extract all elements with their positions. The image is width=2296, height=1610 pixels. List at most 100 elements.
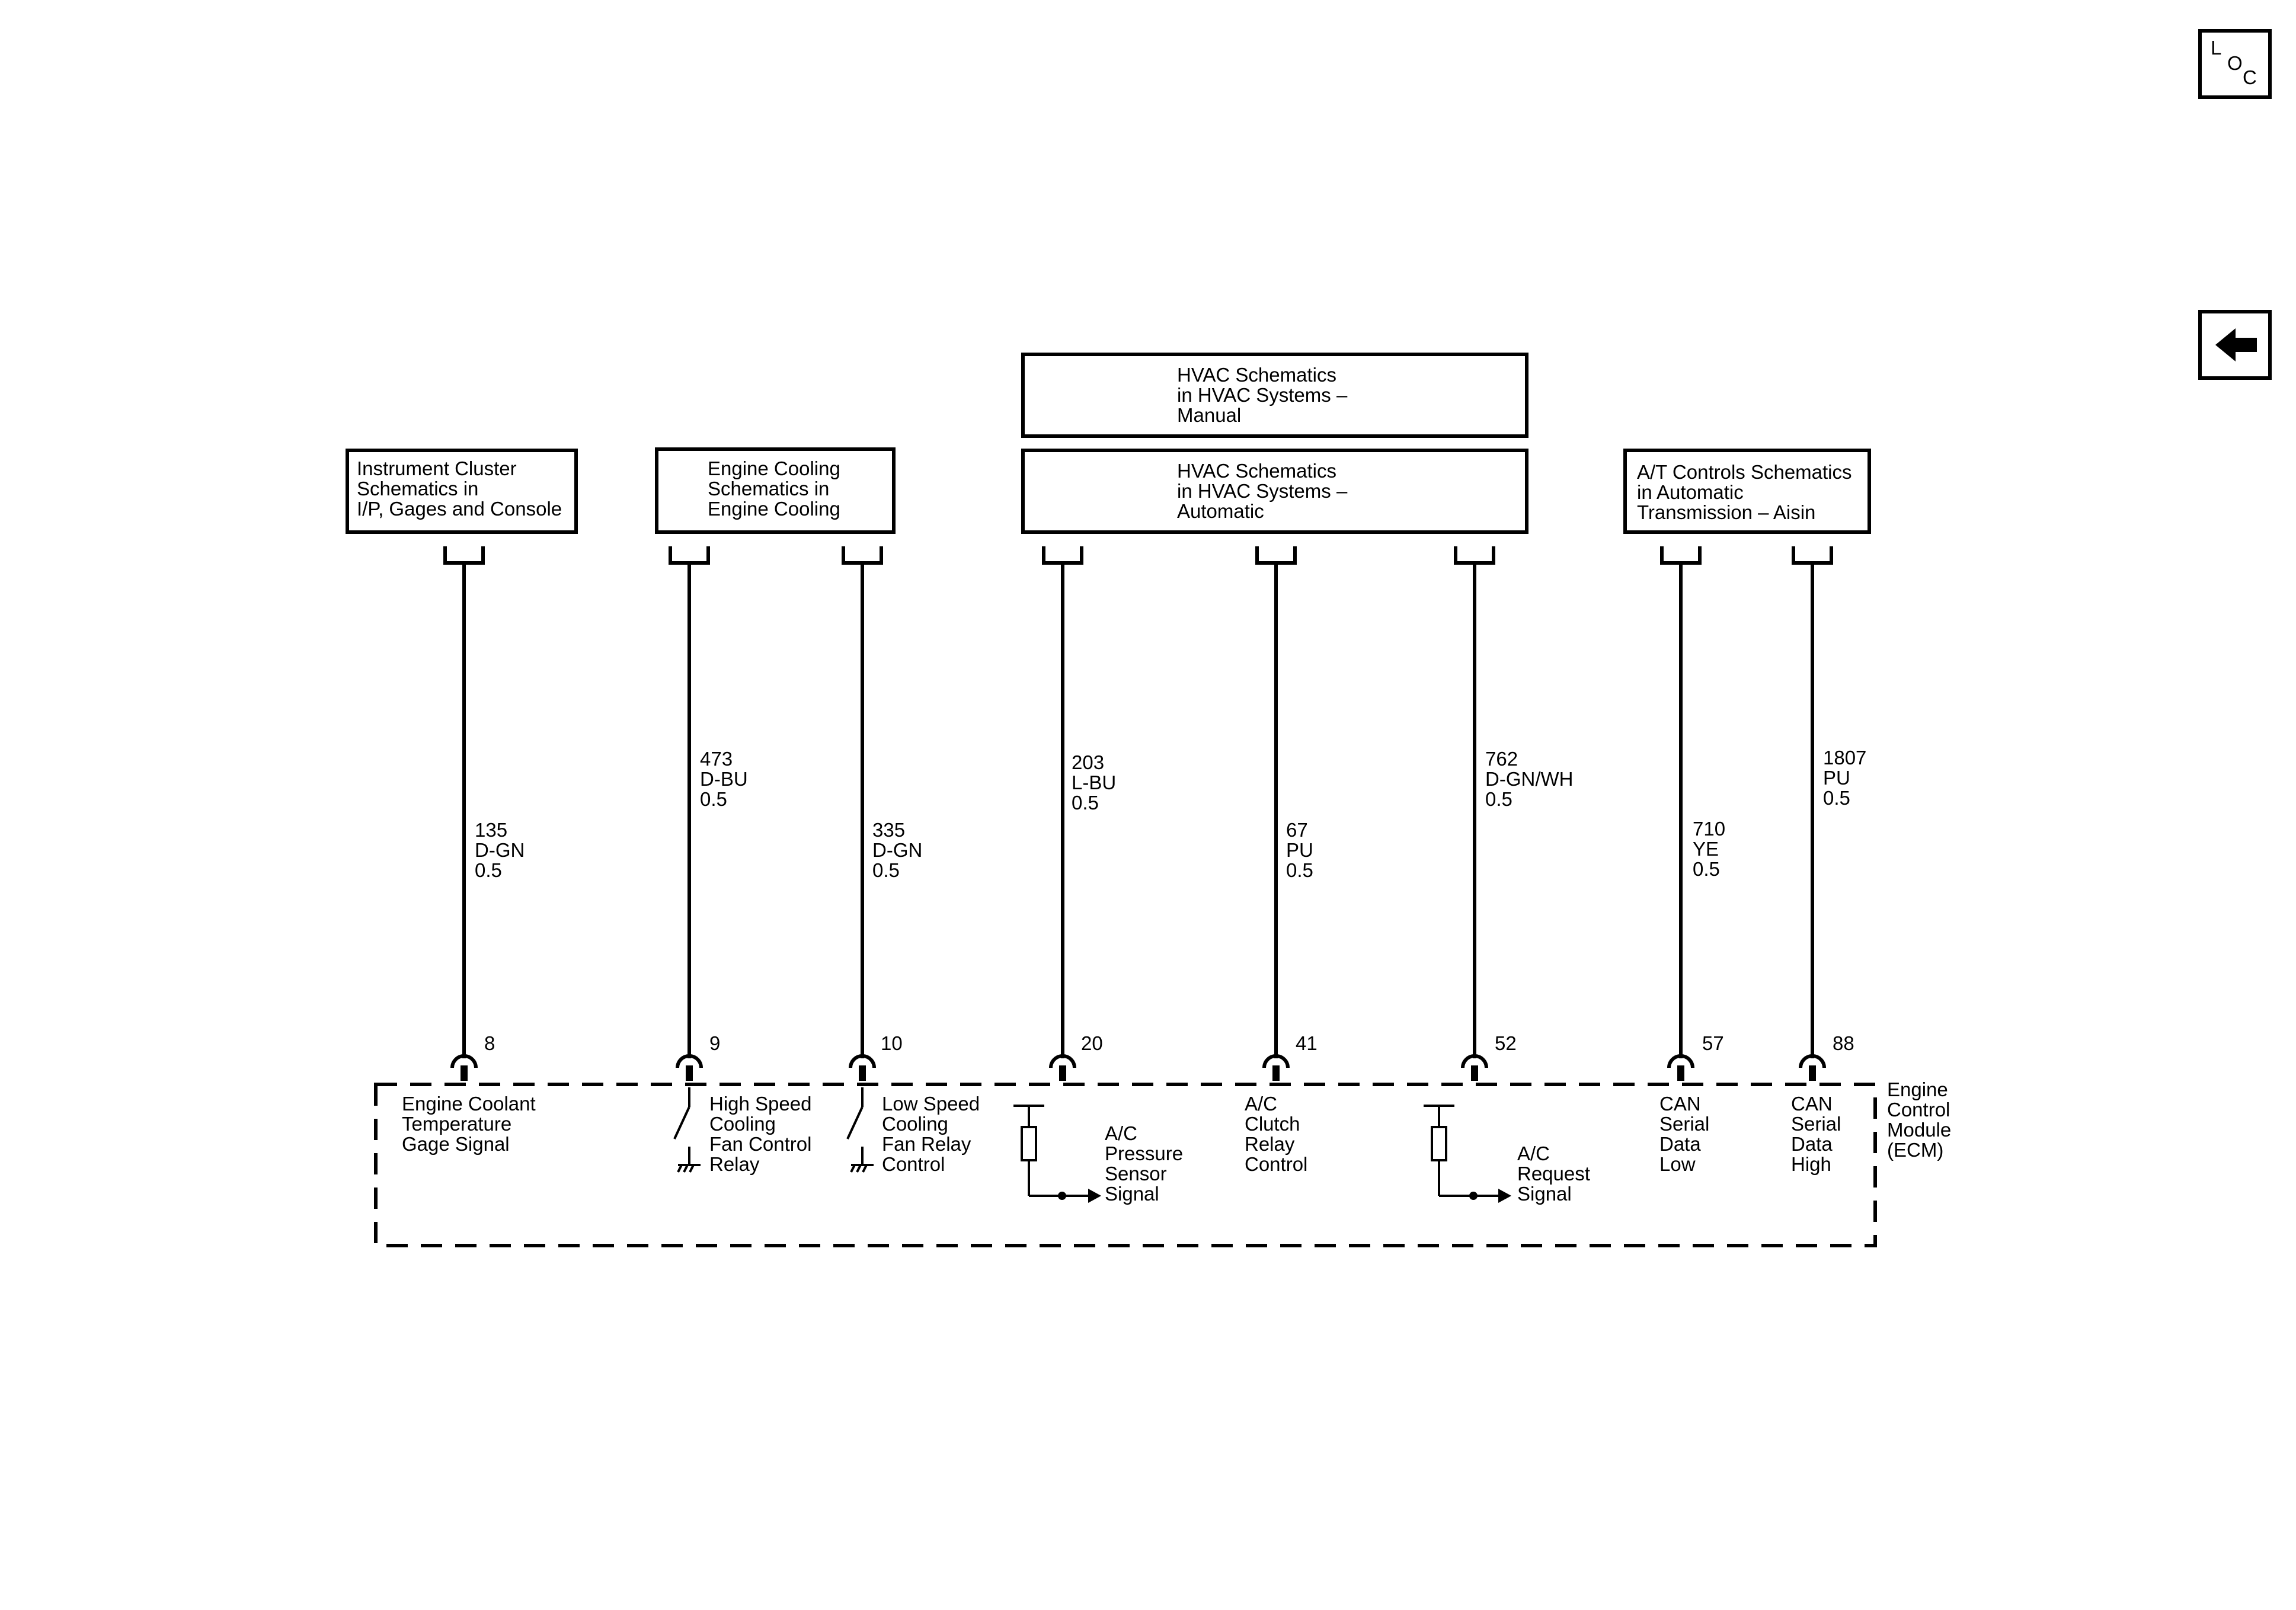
ecm-module-outline — [374, 1083, 1877, 1247]
function-label-pin-10: Low Speed Cooling Fan Relay Control — [882, 1093, 980, 1175]
function-label-pin-20: A/C Pressure Sensor Signal — [1105, 1122, 1183, 1205]
circuit-label-67: 67 PU 0.5 — [1286, 819, 1313, 881]
wire-size: 0.5 — [1823, 787, 1850, 809]
box-line: Transmission – Aisin — [1637, 501, 1815, 523]
terminal-stub — [686, 1065, 693, 1081]
function-label-pin-52: A/C Request Signal — [1517, 1142, 1590, 1205]
resistor-icon — [1431, 1126, 1447, 1161]
svg-text:Signal: Signal — [1517, 1183, 1572, 1205]
wire-color: PU — [1286, 839, 1313, 861]
wire-size: 0.5 — [1072, 792, 1099, 814]
terminal-stub — [1677, 1065, 1684, 1081]
switch-symbol-low-speed — [846, 1087, 874, 1173]
reference-box-hvac-manual[interactable]: HVAC Schematics in HVAC Systems – Manual — [1021, 353, 1528, 438]
wire-size: 0.5 — [872, 859, 900, 881]
reference-box-hvac-automatic[interactable]: HVAC Schematics in HVAC Systems – Automa… — [1021, 449, 1528, 534]
wire-color: PU — [1823, 767, 1850, 789]
terminal-stub — [461, 1065, 468, 1081]
loc-letter-c: C — [2243, 66, 2257, 88]
ecm-terminal — [1799, 1054, 1826, 1068]
box-line: A/T Controls Schematics — [1637, 461, 1852, 483]
function-label-pin-9: High Speed Cooling Fan Control Relay — [709, 1093, 811, 1175]
svg-text:Gage Signal: Gage Signal — [402, 1133, 510, 1155]
svg-text:Clutch: Clutch — [1245, 1113, 1300, 1135]
terminal-stub — [1059, 1065, 1066, 1081]
back-button[interactable] — [2198, 310, 2272, 380]
svg-text:Data: Data — [1659, 1133, 1701, 1155]
circuit-number: 762 — [1485, 748, 1518, 770]
circuit-number: 335 — [872, 819, 905, 841]
svg-text:Pressure: Pressure — [1105, 1142, 1183, 1164]
reference-box-instrument-cluster[interactable]: Instrument Cluster Schematics in I/P, Ga… — [346, 449, 578, 534]
svg-text:Control: Control — [1245, 1153, 1307, 1175]
box-line: Automatic — [1177, 500, 1264, 522]
loc-button[interactable]: L O C — [2198, 29, 2272, 99]
connector-tab — [669, 546, 710, 565]
reference-box-at-controls[interactable]: A/T Controls Schematics in Automatic Tra… — [1623, 449, 1871, 534]
svg-text:Fan Relay: Fan Relay — [882, 1133, 971, 1155]
ecm-terminal — [450, 1054, 478, 1068]
box-line: Engine Cooling — [708, 457, 840, 479]
svg-text:Engine: Engine — [1887, 1078, 1948, 1100]
svg-text:Control: Control — [882, 1153, 945, 1175]
circuit-number: 1807 — [1823, 747, 1866, 769]
svg-text:(ECM): (ECM) — [1887, 1139, 1943, 1161]
resistor-symbol-pressure-sensor — [1013, 1105, 1101, 1203]
connector-tab — [1660, 546, 1702, 565]
pin-number: 41 — [1296, 1032, 1318, 1054]
loc-button-frame — [2198, 29, 2272, 99]
wire-color: YE — [1693, 838, 1719, 860]
box-line: HVAC Schematics — [1177, 460, 1336, 482]
box-line: in Automatic — [1637, 481, 1744, 503]
circuit-label-762: 762 D-GN/WH 0.5 — [1485, 748, 1573, 810]
svg-text:Control: Control — [1887, 1099, 1950, 1121]
pin-number: 10 — [881, 1032, 903, 1054]
wire-color: L-BU — [1072, 772, 1116, 793]
wire-color: D-GN — [475, 839, 525, 861]
connector-tab — [842, 546, 883, 565]
circuit-number: 135 — [475, 819, 507, 841]
left-arrow-icon — [2215, 328, 2257, 361]
box-line: Schematics in — [357, 478, 478, 500]
pin-number: 52 — [1495, 1032, 1517, 1054]
svg-text:Engine Coolant: Engine Coolant — [402, 1093, 536, 1115]
connector-tab — [1255, 546, 1297, 565]
pin-number: 8 — [484, 1032, 495, 1054]
pin-number: 9 — [709, 1032, 720, 1054]
ecm-terminal — [1461, 1054, 1488, 1068]
box-line: HVAC Schematics — [1177, 364, 1336, 386]
ecm-terminal — [676, 1054, 703, 1068]
svg-text:High Speed: High Speed — [709, 1093, 811, 1115]
circuit-number: 203 — [1072, 751, 1104, 773]
svg-text:CAN: CAN — [1659, 1093, 1701, 1115]
ecm-terminal — [1667, 1054, 1694, 1068]
function-label-pin-88: CAN Serial Data High — [1791, 1093, 1841, 1175]
ecm-terminal — [1049, 1054, 1076, 1068]
wire-size: 0.5 — [1286, 859, 1313, 881]
svg-text:Signal: Signal — [1105, 1183, 1159, 1205]
function-label-pin-8: Engine Coolant Temperature Gage Signal — [402, 1093, 536, 1155]
connector-tab — [1792, 546, 1833, 565]
pin-number: 88 — [1833, 1032, 1854, 1054]
svg-text:A/C: A/C — [1517, 1142, 1550, 1164]
reference-box-engine-cooling[interactable]: Engine Cooling Schematics in Engine Cool… — [655, 447, 896, 534]
box-line: Engine Cooling — [708, 498, 840, 520]
box-line: Manual — [1177, 404, 1241, 426]
ecm-terminal — [849, 1054, 876, 1068]
arrow-icon — [1498, 1189, 1511, 1203]
terminal-stub — [1809, 1065, 1816, 1081]
svg-text:Fan Control: Fan Control — [709, 1133, 811, 1155]
svg-text:Cooling: Cooling — [709, 1113, 776, 1135]
function-label-pin-41: A/C Clutch Relay Control — [1245, 1093, 1307, 1175]
function-label-pin-57: CAN Serial Data Low — [1659, 1093, 1709, 1175]
pin-number: 57 — [1702, 1032, 1724, 1054]
svg-text:Data: Data — [1791, 1133, 1833, 1155]
terminal-stub — [1471, 1065, 1478, 1081]
loc-letter-o: O — [2227, 52, 2243, 74]
ecm-module-label: Engine Control Module (ECM) — [1887, 1078, 1951, 1161]
svg-text:Request: Request — [1517, 1163, 1590, 1185]
svg-text:CAN: CAN — [1791, 1093, 1833, 1115]
svg-text:A/C: A/C — [1105, 1122, 1137, 1144]
wire-color: D-GN/WH — [1485, 768, 1573, 790]
svg-text:High: High — [1791, 1153, 1831, 1175]
